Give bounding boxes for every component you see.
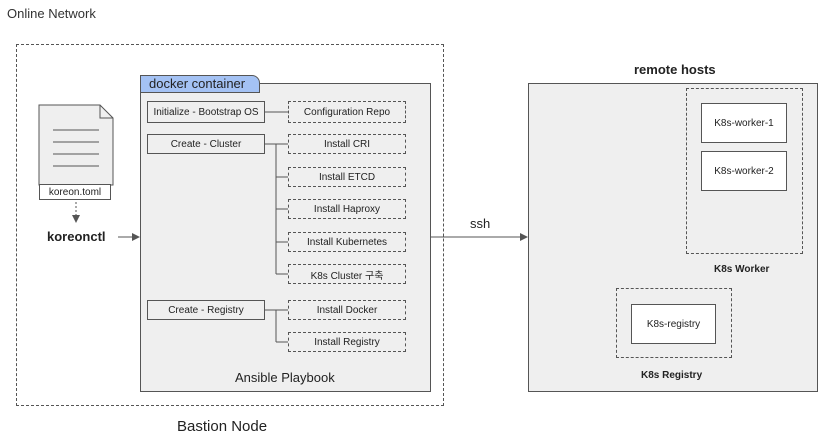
ssh-label: ssh: [470, 216, 491, 231]
task-install-registry: Install Registry: [288, 332, 406, 352]
task-install-haproxy: Install Haproxy: [288, 199, 406, 219]
koreonctl-label: koreonctl: [47, 229, 106, 244]
remote-hosts-label: remote hosts: [634, 62, 716, 77]
bastion-node-label: Bastion Node: [177, 418, 268, 435]
k8s-registry-node: K8s-registry: [631, 304, 716, 344]
config-file-label: koreon.toml: [39, 184, 111, 200]
task-install-cri: Install CRI: [288, 134, 406, 154]
k8s-registry-group: [616, 288, 732, 358]
task-configuration-repo: Configuration Repo: [288, 101, 406, 123]
k8s-registry-label: K8s Registry: [641, 370, 703, 381]
online-network-label: Online Network: [7, 6, 96, 21]
task-install-kubernetes: Install Kubernetes: [288, 232, 406, 252]
group-create-registry: Create - Registry: [147, 300, 265, 320]
k8s-worker-2-node: K8s-worker-2: [701, 151, 787, 191]
bastion-node-boundary: [16, 44, 444, 406]
task-k8s-cluster-build: K8s Cluster 구축: [288, 264, 406, 284]
task-install-docker: Install Docker: [288, 300, 406, 320]
group-initialize-bootstrap: Initialize - Bootstrap OS: [147, 101, 265, 123]
document-icon: [38, 104, 114, 186]
k8s-worker-group: [686, 88, 803, 254]
task-install-etcd: Install ETCD: [288, 167, 406, 187]
ansible-playbook-label: Ansible Playbook: [235, 370, 335, 385]
group-create-cluster: Create - Cluster: [147, 134, 265, 154]
k8s-worker-1-node: K8s-worker-1: [701, 103, 787, 143]
docker-container-tab: docker container: [140, 75, 260, 93]
k8s-worker-label: K8s Worker: [714, 264, 770, 275]
